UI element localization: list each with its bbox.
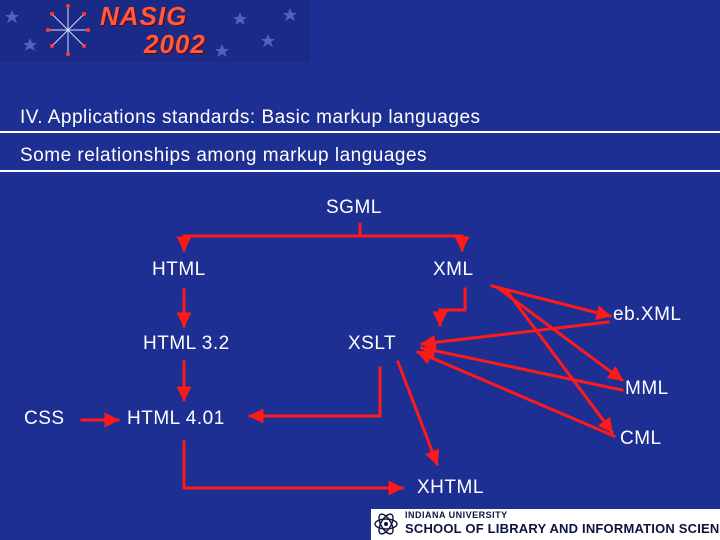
node-ebxml: eb.XML xyxy=(613,304,682,325)
nasig-logo-text: NASIG 2002 xyxy=(100,2,210,58)
node-html-4-01: HTML 4.01 xyxy=(127,408,225,429)
connector-html401-xhtml xyxy=(182,440,404,496)
connector-ebxml-xslt xyxy=(420,320,610,350)
subtitle-divider xyxy=(0,170,720,172)
connector-cml-xslt xyxy=(416,350,616,438)
connector-xml-cml xyxy=(503,287,615,435)
title-divider xyxy=(0,131,720,133)
fireworks-stars-icon xyxy=(5,4,297,57)
node-cml: CML xyxy=(620,428,662,449)
connector-xslt-xhtml xyxy=(396,360,440,466)
connector-xml-ebxml xyxy=(490,284,612,320)
connector-xslt-html401 xyxy=(248,366,382,424)
connector-sgml-split xyxy=(176,222,362,252)
iu-slis-logo: INDIANA UNIVERSITY SCHOOL OF LIBRARY AND… xyxy=(371,509,720,540)
connector-xml-xslt xyxy=(432,287,467,327)
logo-year: 2002 xyxy=(144,29,206,59)
node-html: HTML xyxy=(152,259,206,280)
node-xslt: XSLT xyxy=(348,333,397,354)
node-xml: XML xyxy=(433,259,474,280)
node-css: CSS xyxy=(24,408,65,429)
node-xhtml: XHTML xyxy=(417,477,484,498)
nasig-banner: NASIG 2002 xyxy=(0,0,310,62)
connector-sgml-xml xyxy=(358,234,470,252)
node-sgml: SGML xyxy=(326,197,382,218)
slide-subtitle: Some relationships among markup language… xyxy=(20,145,428,166)
footer-school: SCHOOL OF LIBRARY AND INFORMATION SCIENC… xyxy=(405,521,720,536)
logo-name: NASIG xyxy=(100,1,188,31)
connector-mml-xslt xyxy=(420,343,624,392)
node-html-3-2: HTML 3.2 xyxy=(143,333,230,354)
connector-xml-mml xyxy=(495,285,625,383)
node-mml: MML xyxy=(625,378,669,399)
slide-title: IV. Applications standards: Basic markup… xyxy=(20,107,481,128)
footer-university: INDIANA UNIVERSITY xyxy=(405,510,508,520)
atom-swirl-icon xyxy=(374,513,398,535)
